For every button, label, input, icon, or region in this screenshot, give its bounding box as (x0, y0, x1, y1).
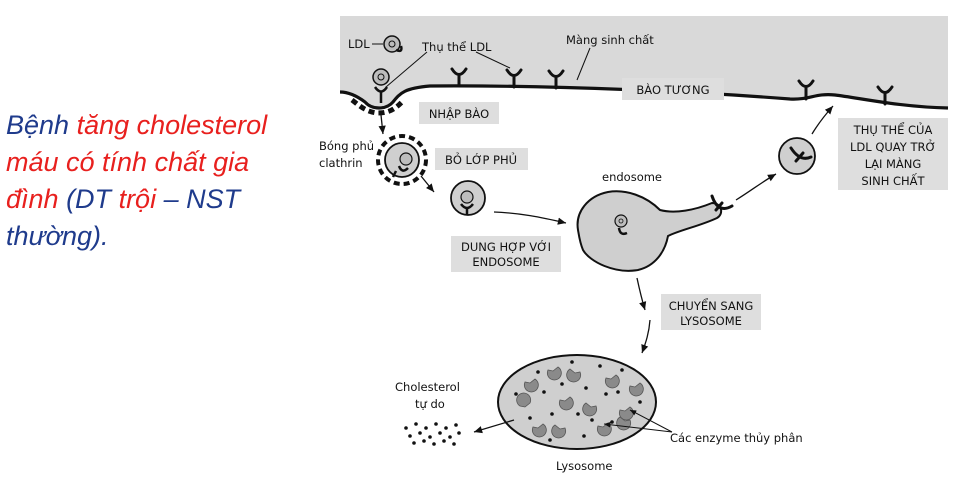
coated-vesicle-icon (376, 134, 428, 186)
lysosome-label: Lysosome (556, 459, 613, 473)
free-cholesterol-label-1: Cholesterol (395, 380, 460, 394)
coated-vesicle-label-1: Bóng phủ (319, 139, 374, 153)
cholesterol-dots-icon (404, 422, 461, 446)
ldl-bound-icon (372, 68, 390, 103)
ldl-label: LDL (348, 37, 370, 51)
free-cholesterol-label-2: tự do (415, 397, 445, 411)
fusion-label-1: DUNG HỢP VỚI (461, 239, 551, 254)
lysosome-icon (497, 354, 657, 450)
title-part-3: (DT (58, 184, 119, 214)
uncoating-label: BỎ LỚP PHỦ (445, 151, 517, 167)
fusion-label-2: ENDOSOME (472, 255, 539, 269)
cytoplasm-label: BÀO TƯƠNG (636, 82, 709, 97)
enzymes-label: Các enzyme thủy phân (670, 431, 803, 445)
plasma-membrane (339, 84, 949, 110)
endosome-label: endosome (602, 170, 662, 184)
recycling-label-3: LẠI MÀNG (865, 156, 922, 171)
recycling-vesicle-icon (778, 137, 816, 175)
title-part-4: trội (118, 184, 157, 214)
ldl-receptor-label: Thụ thể LDL (421, 40, 492, 54)
receptor-in-endosome-icon (710, 194, 734, 212)
to-lysosome-label-1: CHUYỂN SANG (669, 297, 754, 313)
endocytosis-label: NHẬP BÀO (429, 106, 489, 121)
uncoated-vesicle-icon (450, 180, 486, 216)
slide-title: Bệnh tăng cholesterol máu có tính chất g… (6, 107, 306, 255)
ldl-receptor-icon (450, 67, 894, 106)
ldl-particle-icon (383, 35, 403, 53)
coated-vesicle-label-2: clathrin (319, 156, 363, 170)
recycling-label-1: THỤ THỂ CỦA (853, 121, 933, 137)
recycling-label-2: LDL QUAY TRỞ (850, 138, 936, 154)
title-part-2: tăng cholesterol máu có tính chất gia đì… (6, 110, 268, 214)
to-lysosome-label-2: LYSOSOME (680, 314, 742, 328)
endosome-shape (576, 190, 723, 272)
title-part-5: – NST thường). (6, 184, 241, 251)
title-part-1: Bệnh (6, 110, 77, 140)
recycling-label-4: SINH CHẤT (861, 172, 925, 188)
membrane-label: Màng sinh chất (566, 33, 654, 47)
ldl-in-endosome-icon (614, 214, 628, 236)
